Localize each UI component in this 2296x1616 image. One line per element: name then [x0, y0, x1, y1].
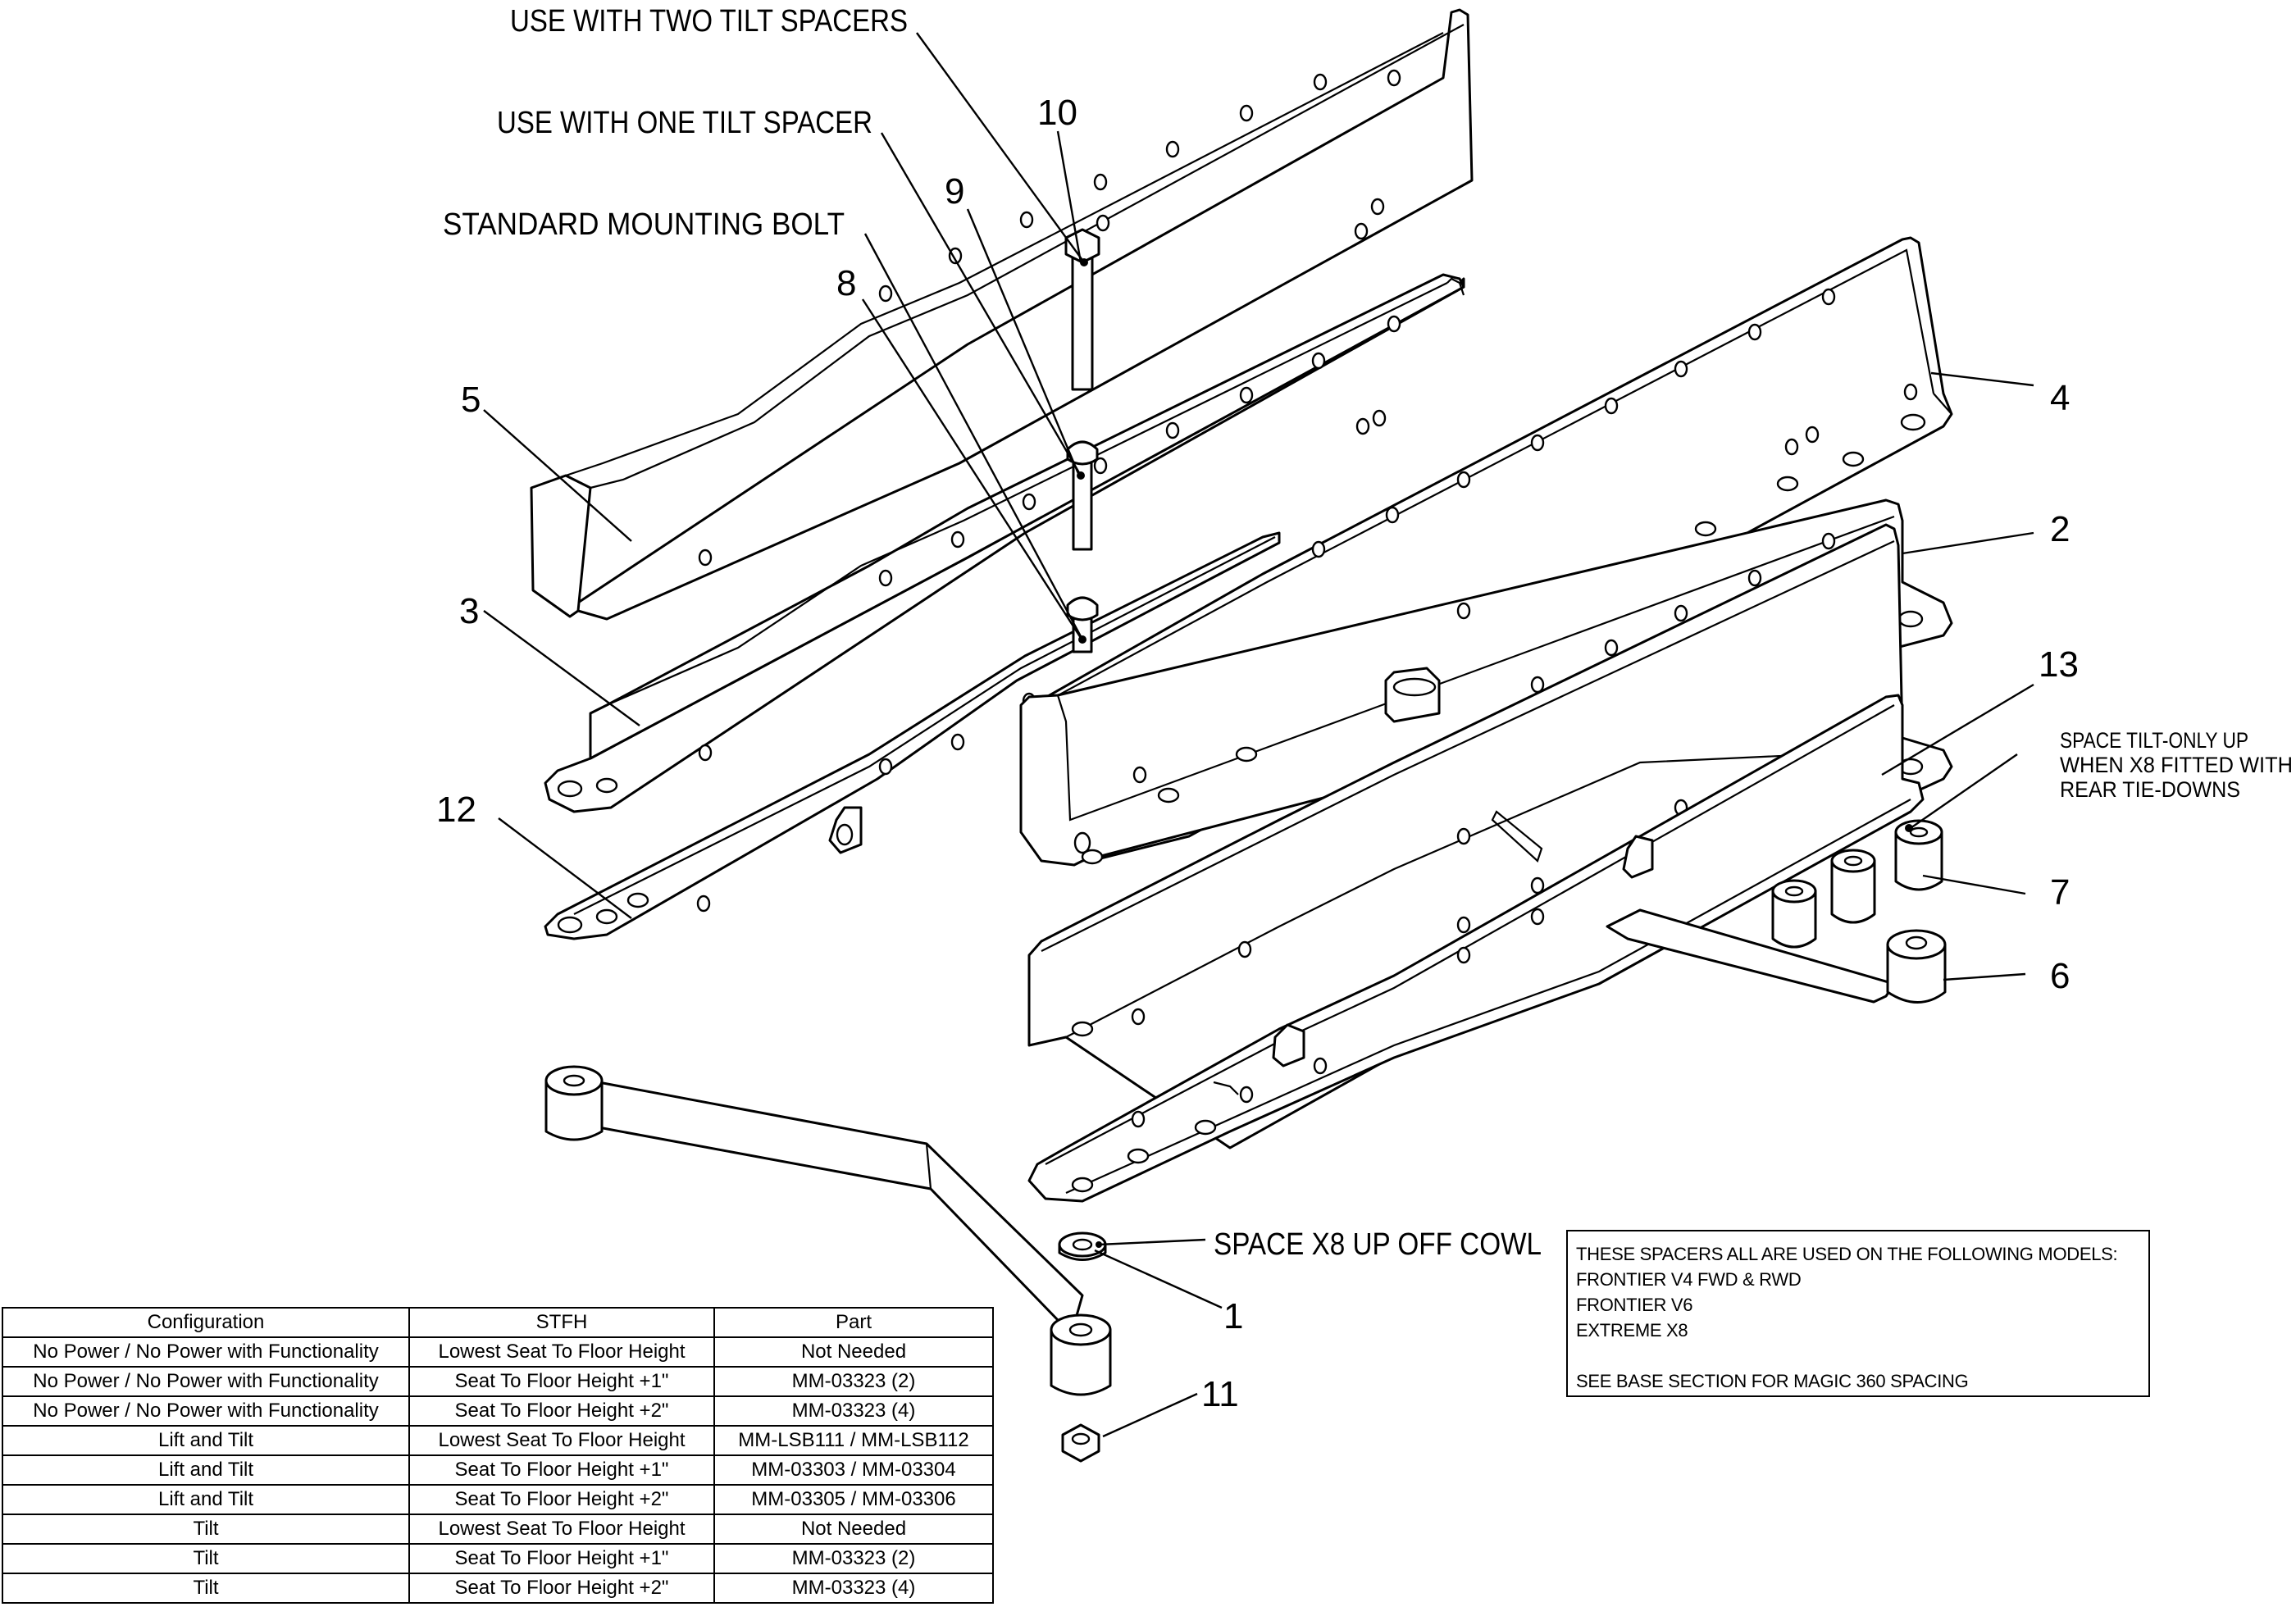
configuration-table: Configuration STFH Part No Power / No Po… — [2, 1307, 994, 1604]
note-line-4: EXTREME X8 — [1576, 1320, 1688, 1341]
callout-7: 7 — [2050, 872, 2070, 913]
cell-configuration: Lift and Tilt — [2, 1454, 410, 1486]
label-space-tilt-line2: WHEN X8 FITTED WITH — [2060, 753, 2293, 777]
callout-2: 2 — [2050, 509, 2070, 549]
cell-configuration: No Power / No Power with Functionality — [2, 1366, 410, 1397]
callout-12: 12 — [436, 790, 476, 830]
cell-configuration: Lift and Tilt — [2, 1484, 410, 1515]
models-note-box: THESE SPACERS ALL ARE USED ON THE FOLLOW… — [1566, 1230, 2150, 1397]
note-line-blank — [1576, 1343, 2140, 1368]
cell-part: MM-03303 / MM-03304 — [713, 1454, 994, 1486]
callout-10: 10 — [1037, 93, 1077, 133]
label-space-tilt-line3: REAR TIE-DOWNS — [2060, 777, 2240, 802]
callout-3: 3 — [459, 591, 479, 631]
label-standard-mounting-bolt: STANDARD MOUNTING BOLT — [443, 207, 845, 242]
cell-stfh: Seat To Floor Height +1" — [408, 1454, 715, 1486]
label-two-tilt-spacers: USE WITH TWO TILT SPACERS — [510, 4, 908, 39]
cell-stfh: Seat To Floor Height +2" — [408, 1395, 715, 1427]
part-12-rail — [544, 531, 1281, 940]
part-13-base-rail — [1027, 523, 1953, 1149]
header-stfh: STFH — [408, 1307, 715, 1338]
cell-stfh: Seat To Floor Height +2" — [408, 1484, 715, 1515]
cell-stfh: Lowest Seat To Floor Height — [408, 1514, 715, 1545]
part-5-holes — [698, 69, 1401, 567]
callout-4: 4 — [2050, 378, 2070, 418]
note-line-1: THESE SPACERS ALL ARE USED ON THE FOLLOW… — [1576, 1244, 2118, 1264]
part-9-bolt — [1066, 440, 1099, 551]
note-line-3: FRONTIER V6 — [1576, 1295, 1693, 1315]
cell-part: MM-03323 (2) — [713, 1543, 994, 1574]
part-6-spacer-bar — [1606, 908, 1947, 1004]
cell-configuration: No Power / No Power with Functionality — [2, 1336, 410, 1368]
note-line-5: SEE BASE SECTION FOR MAGIC 360 SPACING — [1576, 1371, 1969, 1391]
cell-configuration: Tilt — [2, 1543, 410, 1574]
part-7-spacers — [1771, 819, 1943, 949]
cell-stfh: Lowest Seat To Floor Height — [408, 1336, 715, 1368]
callout-9: 9 — [945, 171, 964, 212]
callout-6: 6 — [2050, 956, 2070, 996]
callout-numbers: 10 9 8 5 3 12 4 2 13 7 6 1 11 — [436, 93, 2079, 1414]
cell-configuration: Tilt — [2, 1573, 410, 1604]
part-12-holes — [696, 692, 1036, 913]
cell-part: Not Needed — [713, 1336, 994, 1368]
callout-1: 1 — [1223, 1296, 1243, 1336]
callout-13: 13 — [2039, 644, 2079, 685]
cell-configuration: No Power / No Power with Functionality — [2, 1395, 410, 1427]
cell-stfh: Seat To Floor Height +2" — [408, 1573, 715, 1604]
header-configuration: Configuration — [2, 1307, 410, 1338]
cell-configuration: Lift and Tilt — [2, 1425, 410, 1456]
part-3-rail — [544, 273, 1465, 813]
cell-part: MM-03323 (4) — [713, 1573, 994, 1604]
cell-stfh: Seat To Floor Height +1" — [408, 1366, 715, 1397]
left-spacer-bar — [544, 1065, 1112, 1396]
part-5-rail — [530, 8, 1474, 621]
cell-stfh: Seat To Floor Height +1" — [408, 1543, 715, 1574]
cell-stfh: Lowest Seat To Floor Height — [408, 1425, 715, 1456]
cell-part: MM-03305 / MM-03306 — [713, 1484, 994, 1515]
label-space-tilt-line1: SPACE TILT-ONLY UP — [2060, 728, 2248, 753]
callout-8: 8 — [836, 263, 856, 303]
callout-11: 11 — [1201, 1374, 1239, 1414]
text-labels: USE WITH TWO TILT SPACERS USE WITH ONE T… — [443, 4, 2293, 1262]
cell-part: Not Needed — [713, 1514, 994, 1545]
leader-lines — [483, 32, 2034, 1438]
cell-part: MM-03323 (4) — [713, 1395, 994, 1427]
note-line-2: FRONTIER V4 FWD & RWD — [1576, 1269, 1802, 1290]
cell-configuration: Tilt — [2, 1514, 410, 1545]
part-8-bolt — [1066, 596, 1099, 653]
part-3-holes — [698, 315, 1401, 762]
cell-part: MM-LSB111 / MM-LSB112 — [713, 1425, 994, 1456]
table-header-row: Configuration STFH Part — [2, 1307, 994, 1338]
part-11-nut — [1061, 1423, 1100, 1463]
header-part: Part — [713, 1307, 994, 1338]
label-space-x8: SPACE X8 UP OFF COWL — [1214, 1227, 1542, 1262]
label-one-tilt-spacer: USE WITH ONE TILT SPACER — [497, 106, 872, 140]
part-10-bolt — [1064, 228, 1100, 391]
part-1-washer — [1058, 1231, 1107, 1261]
lower-base-rail — [1027, 694, 1925, 1203]
callout-5: 5 — [461, 380, 481, 420]
cell-part: MM-03323 (2) — [713, 1366, 994, 1397]
